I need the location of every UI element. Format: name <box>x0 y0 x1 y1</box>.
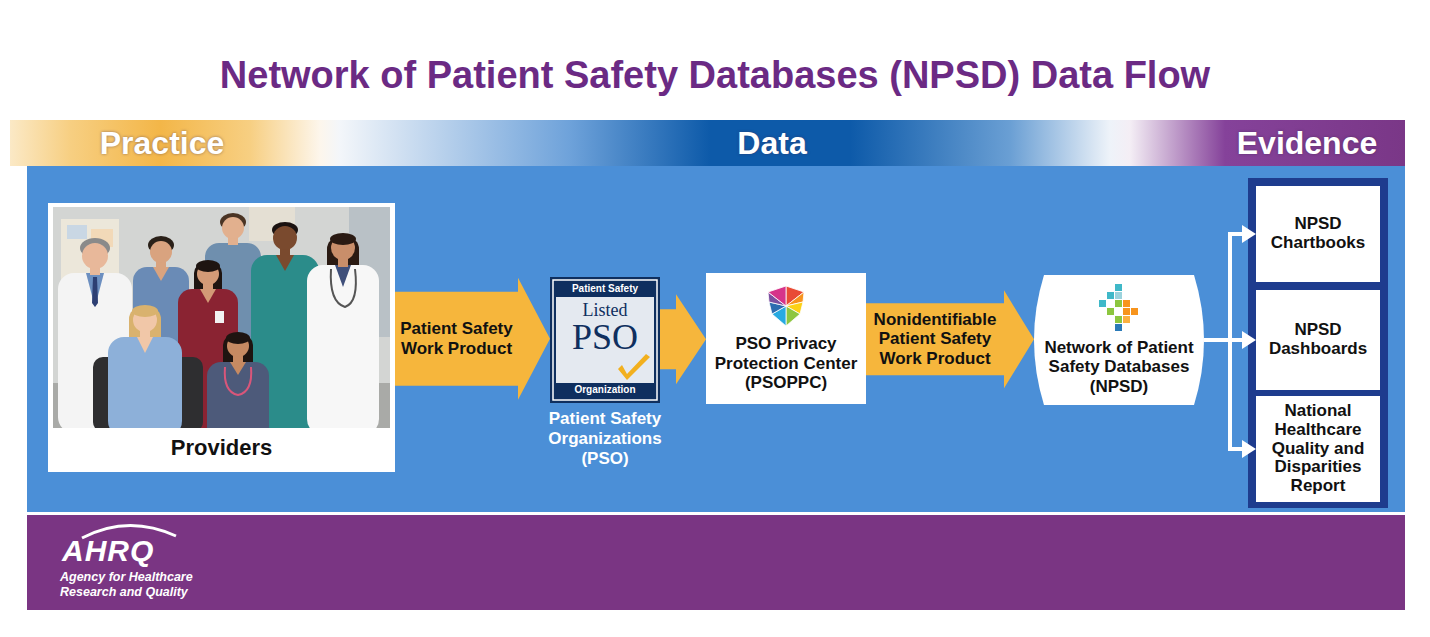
band-heading: Data <box>622 121 922 165</box>
node-caption: Patient Safety Organizations (PSO) <box>525 409 685 469</box>
output-box: NPSD Dashboards <box>1256 290 1380 390</box>
node-text: National Healthcare Quality and Disparit… <box>1262 402 1374 495</box>
edge-label: Patient Safety Work Product <box>397 319 516 358</box>
arrow-head <box>1242 331 1256 349</box>
providers-photo <box>48 203 395 472</box>
band-heading: Evidence <box>1157 121 1430 165</box>
providers-box: Providers <box>48 203 395 472</box>
logo-text: Patient Safety <box>550 283 660 295</box>
branch-arrow <box>1204 225 1256 340</box>
database-icon <box>1099 284 1139 332</box>
logo-text: PSO <box>550 318 660 356</box>
database-box: Network of Patient Safety Databases (NPS… <box>1034 275 1204 405</box>
footer-panel <box>27 515 1405 610</box>
branch-arrow <box>1204 340 1256 458</box>
logo-caption: Agency for Healthcare Research and Quali… <box>60 570 232 599</box>
flow-arrow <box>660 294 706 384</box>
node-text: PSO Privacy Protection Center (PSOPPC) <box>712 334 860 393</box>
pso-logo-box: Patient SafetyListedPSOOrganizationPatie… <box>550 277 660 403</box>
logo-text: Organization <box>550 384 660 396</box>
edge-label: Nonidentifiable Patient Safety Work Prod… <box>868 310 1002 369</box>
database-outline <box>1034 275 1204 405</box>
node-text: NPSD Dashboards <box>1262 321 1374 358</box>
arrow-head <box>1242 225 1256 243</box>
node-text: Providers <box>48 434 395 462</box>
flow-arrow <box>395 278 550 400</box>
shield-icon <box>764 284 808 328</box>
band-heading: Practice <box>12 121 312 165</box>
output-box: NPSD Chartbooks <box>1256 186 1380 282</box>
output-box: National Healthcare Quality and Disparit… <box>1256 396 1380 502</box>
logo-wordmark: AHRQ <box>62 536 222 566</box>
process-box: PSO Privacy Protection Center (PSOPPC) <box>706 273 866 404</box>
diagram-title: Network of Patient Safety Databases (NPS… <box>0 52 1430 98</box>
node-text: Network of Patient Safety Databases (NPS… <box>1044 338 1194 397</box>
flow-arrow <box>866 290 1034 388</box>
arrow-head <box>1242 440 1256 458</box>
node-text: NPSD Chartbooks <box>1262 215 1374 252</box>
arrow-line <box>1204 340 1242 449</box>
arrow-line <box>1204 234 1242 340</box>
logo-text: Listed <box>550 300 660 320</box>
